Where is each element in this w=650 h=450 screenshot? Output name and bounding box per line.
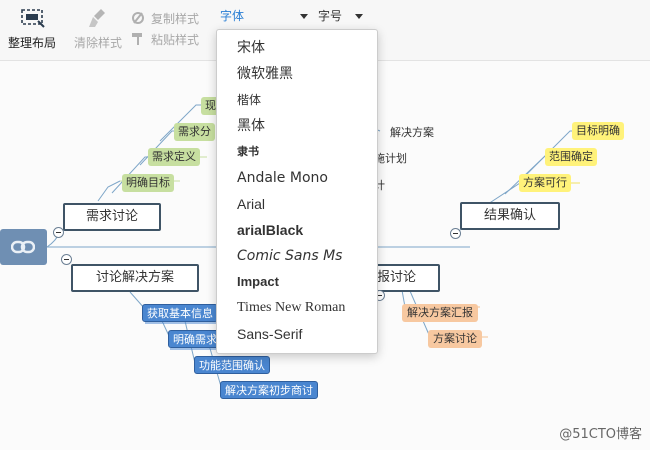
font-option[interactable]: 隶书	[237, 145, 259, 158]
demand-child-node[interactable]: 现	[201, 97, 220, 115]
font-option[interactable]: Sans-Serif	[237, 326, 303, 342]
solution-child-node[interactable]: 解决方案初步商讨	[220, 381, 318, 399]
partial-node-label[interactable]: 计	[374, 179, 385, 192]
arrange-layout-button[interactable]: 整理布局	[8, 7, 60, 51]
collapse-button-solution[interactable]	[61, 254, 72, 265]
font-option[interactable]: 宋体	[237, 40, 265, 56]
watermark: @51CTO博客	[559, 427, 642, 442]
font-option[interactable]: Impact	[237, 274, 279, 289]
font-option[interactable]: arialBlack	[237, 222, 304, 238]
root-node[interactable]	[0, 229, 47, 265]
copy-style-label: 复制样式	[151, 12, 200, 26]
font-family-select[interactable]: 字体	[220, 7, 310, 25]
arrange-layout-icon	[21, 9, 45, 28]
result-child-node[interactable]: 范围确定	[545, 148, 597, 166]
solution-child-node[interactable]: 明确需求	[168, 330, 222, 348]
clear-style-label: 清除样式	[74, 36, 123, 50]
font-option[interactable]: 黑体	[237, 118, 265, 134]
font-option[interactable]: Arial	[237, 196, 266, 212]
arrange-layout-label: 整理布局	[8, 36, 57, 50]
font-family-dropdown-icon	[300, 14, 308, 19]
font-family-menu: 宋体 微软雅黑 楷体 黑体 隶书 Andale Mono Arial arial…	[216, 29, 378, 354]
font-option[interactable]: Times New Roman	[237, 300, 346, 315]
solution-child-node[interactable]: 获取基本信息	[142, 304, 218, 322]
font-option[interactable]: 楷体	[237, 93, 262, 107]
result-child-node[interactable]: 方案可行	[519, 174, 571, 192]
partial-node-label[interactable]: 施计划	[374, 152, 407, 165]
result-child-node[interactable]: 目标明确	[572, 122, 624, 140]
report-child-node[interactable]: 方案讨论	[428, 330, 482, 348]
font-family-label: 字体	[220, 9, 245, 23]
main-node-demand-discussion[interactable]: 需求讨论	[63, 203, 161, 231]
copy-style-icon	[132, 12, 144, 24]
brush-icon	[89, 9, 105, 27]
paste-style-icon	[132, 33, 142, 45]
clear-style-button[interactable]: 清除样式	[74, 7, 126, 51]
font-option[interactable]: 微软雅黑	[237, 66, 293, 82]
font-size-dropdown-icon	[355, 14, 363, 19]
font-size-label: 字号	[318, 9, 343, 23]
font-option[interactable]: Andale Mono	[237, 170, 328, 186]
solution-child-node[interactable]: 功能范围确认	[194, 356, 270, 374]
paste-style-label: 粘贴样式	[151, 33, 200, 47]
main-node-result-confirm[interactable]: 结果确认	[460, 202, 560, 230]
main-node-discuss-solution[interactable]: 讨论解决方案	[71, 264, 199, 292]
partial-node-label[interactable]: 解决方案	[390, 126, 434, 139]
font-option[interactable]: Comic Sans Ms	[237, 248, 343, 264]
report-child-node[interactable]: 解决方案汇报	[402, 304, 478, 322]
demand-child-node[interactable]: 明确目标	[122, 174, 174, 192]
font-size-select[interactable]: 字号	[318, 7, 366, 25]
collapse-button-result[interactable]	[450, 228, 461, 239]
collapse-button-demand[interactable]	[53, 227, 64, 238]
link-icon	[11, 240, 35, 254]
demand-child-node[interactable]: 需求分	[174, 123, 215, 141]
demand-child-node[interactable]: 需求定义	[148, 148, 200, 166]
